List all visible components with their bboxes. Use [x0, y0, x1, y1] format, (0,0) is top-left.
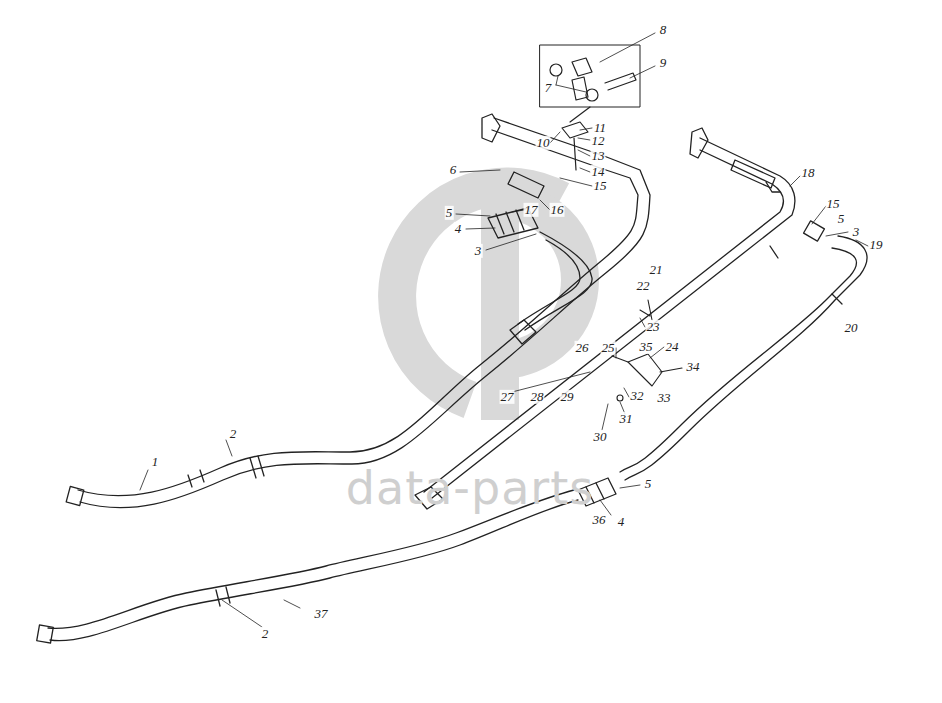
- callout-number: 26: [575, 341, 590, 355]
- callout-number: 9: [659, 56, 668, 70]
- watermark: data-parts: [345, 463, 596, 514]
- callout-number: 2: [229, 427, 238, 441]
- clamp-parts: [612, 300, 682, 401]
- callout-number: 19: [869, 238, 884, 252]
- callout-number: 4: [454, 222, 463, 236]
- callout-number: 21: [649, 263, 664, 277]
- callout-number: 34: [686, 360, 701, 374]
- logo-mark: [397, 180, 580, 420]
- callout-number: 36: [592, 513, 607, 527]
- callout-number: 8: [659, 23, 668, 37]
- leader-line: [140, 33, 868, 627]
- callout-number: 25: [601, 341, 616, 355]
- callout-number: 23: [646, 320, 661, 334]
- callout-number: 13: [591, 149, 606, 163]
- callout-number: 3: [852, 225, 861, 239]
- callout-number: 32: [630, 389, 645, 403]
- callout-number: 16: [550, 203, 565, 217]
- callout-number: 14: [591, 165, 606, 179]
- callout-number: 12: [591, 134, 606, 148]
- callout-number: 24: [665, 340, 680, 354]
- callout-number: 5: [445, 206, 454, 220]
- callout-number: 18: [801, 166, 816, 180]
- callout-number: 37: [314, 607, 329, 621]
- inset-frame: [540, 45, 640, 107]
- callout-number: 20: [844, 321, 859, 335]
- callout-number: 10: [536, 136, 551, 150]
- callout-number: 22: [636, 279, 651, 293]
- rear-pipe: [415, 128, 824, 509]
- callout-number: 7: [544, 81, 553, 95]
- callout-number: 2: [261, 627, 270, 641]
- callout-number: 33: [657, 391, 672, 405]
- callout-number: 27: [500, 390, 515, 404]
- callout-number: 15: [826, 197, 841, 211]
- callout-number: 28: [530, 390, 545, 404]
- callout-number: 31: [619, 412, 634, 426]
- callout-number: 29: [560, 390, 575, 404]
- callout-number: 15: [593, 179, 608, 193]
- callout-number: 3: [474, 244, 483, 258]
- callout-number: 6: [449, 163, 458, 177]
- callout-number: 1: [151, 455, 160, 469]
- callout-number: 5: [837, 212, 846, 226]
- callout-number: 35: [639, 340, 654, 354]
- hose: [488, 208, 592, 344]
- callout-number: 5: [644, 477, 653, 491]
- callout-number: 4: [617, 515, 626, 529]
- bracket-parts: [550, 58, 636, 170]
- callout-number: 30: [593, 430, 608, 444]
- tail-pipe: [37, 236, 867, 643]
- callout-number: 17: [524, 203, 539, 217]
- front-pipe: [66, 114, 650, 508]
